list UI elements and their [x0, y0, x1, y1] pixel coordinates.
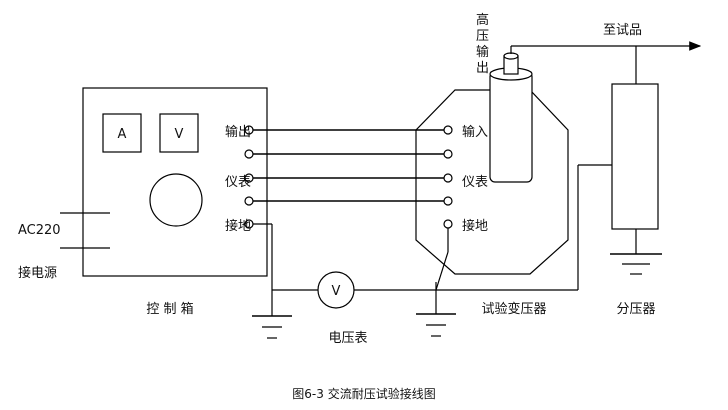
divider-name: 分压器	[616, 302, 655, 317]
voltmeter-label: 电压表	[328, 331, 367, 346]
hv-bushing	[489, 52, 533, 183]
svg-text:高: 高	[476, 12, 489, 28]
power-input: AC220 接电源	[18, 212, 110, 281]
cb-terminal-ground: 接地	[225, 218, 251, 234]
power-voltage: AC220	[18, 223, 61, 238]
control-box-title: 控 制 箱	[146, 301, 193, 317]
cb-terminal-meter: 仪表	[225, 175, 251, 190]
voltmeter: V	[317, 271, 355, 309]
ammeter-box	[102, 113, 142, 153]
ground-circuit	[252, 223, 318, 339]
tr-terminal-ground: 接地	[462, 218, 488, 234]
connection-wires	[253, 129, 444, 202]
measurement-wiring	[354, 164, 612, 337]
hv-output-label: 高 压 输 出	[476, 12, 489, 76]
svg-text:输: 输	[476, 44, 489, 60]
cb-terminal-output: 输出	[225, 124, 251, 140]
voltage-divider	[610, 46, 662, 275]
voltmeter-symbol: V	[332, 284, 341, 299]
voltmeter-box	[159, 113, 199, 153]
figure-caption: 图6-3 交流耐压试验接线图	[292, 386, 435, 401]
voltage-regulator-knob	[149, 173, 203, 227]
test-transformer: 输入 仪表 接地	[415, 89, 569, 275]
to-sample-label: 至试品	[603, 23, 642, 38]
tr-terminal-input: 输入	[462, 124, 488, 140]
power-label: 接电源	[18, 265, 57, 281]
tr-terminal-meter: 仪表	[462, 175, 488, 190]
control-box: A V 输出 仪表 接地	[82, 87, 268, 277]
transformer-name: 试验变压器	[481, 301, 546, 317]
ammeter-label: A	[118, 127, 127, 142]
svg-text:压: 压	[476, 29, 489, 44]
panel-voltmeter-label: V	[175, 127, 184, 142]
svg-text:出: 出	[476, 61, 489, 76]
